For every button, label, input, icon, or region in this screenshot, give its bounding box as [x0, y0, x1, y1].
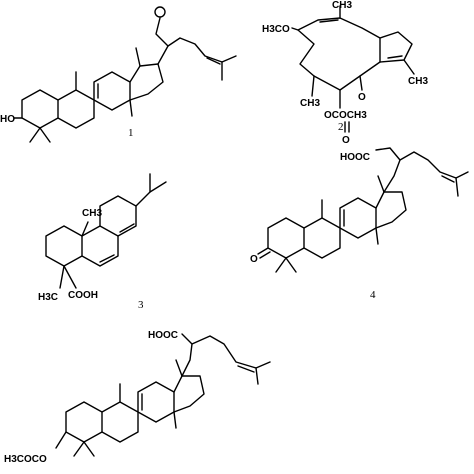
compound-2-carbonyl-o-label: O: [342, 135, 350, 146]
compound-1-ho-label: HO: [0, 114, 15, 125]
compound-2-ch3-mid-label: CH3: [300, 98, 320, 109]
carbonyl-oxygen-icon: [154, 6, 166, 18]
compound-4-o-label: O: [250, 254, 258, 265]
compound-3-number: 3: [138, 299, 144, 311]
compound-5-h3coco-label: H3COCO: [4, 454, 47, 465]
compound-3-ch3-label: CH3: [82, 208, 102, 219]
compound-5-structure: [55, 333, 271, 457]
compound-2-number: 2: [338, 121, 344, 133]
compound-1-structure: [13, 6, 237, 143]
compound-1-number: 1: [128, 127, 134, 139]
compound-2-ketone-o-label: O: [358, 92, 366, 103]
compound-5-hooc-label: HOOC: [148, 330, 178, 341]
compound-4-number: 4: [370, 289, 376, 301]
compound-4-structure: [257, 147, 469, 273]
compound-2-structure: [291, 5, 415, 133]
compound-2-ch3-right-label: CH3: [408, 76, 428, 87]
compound-3-structure: [45, 173, 167, 289]
compound-2-ch3-top-label: CH3: [332, 0, 352, 11]
compound-2-h3co-label: H3CO: [262, 24, 290, 35]
compound-3-h3c-label: H3C: [38, 292, 58, 303]
compound-3-cooh-label: COOH: [68, 290, 98, 301]
compound-2-ococh3-label: OCOCH3: [324, 110, 367, 121]
compound-4-hooc-label: HOOC: [340, 152, 370, 163]
